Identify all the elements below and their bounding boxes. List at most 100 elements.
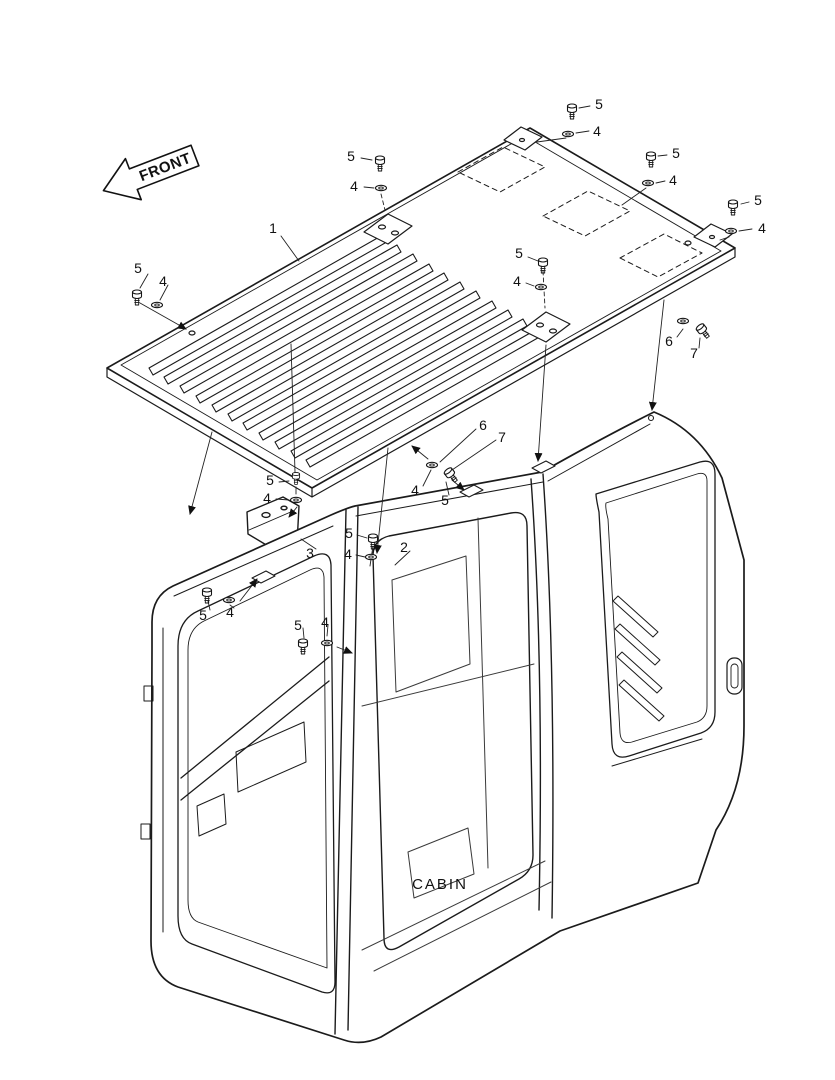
align-arrow xyxy=(139,302,187,330)
align-arrow xyxy=(534,344,547,462)
front-arrow-shape xyxy=(102,144,200,201)
roof-panel xyxy=(106,126,736,498)
callout-label-4: 4 xyxy=(350,178,358,194)
align-arrow xyxy=(648,299,665,411)
side-lower-seam xyxy=(611,738,703,767)
bracket-3-fold-line xyxy=(248,510,294,531)
cabin-drawing xyxy=(140,411,745,1044)
bolt-hole xyxy=(684,240,692,246)
bolt-hole xyxy=(280,505,288,511)
washer-icon xyxy=(676,317,690,325)
callout-label-5: 5 xyxy=(754,192,762,208)
washer-icon xyxy=(150,301,164,309)
door-window-split xyxy=(180,656,330,801)
louver-slat xyxy=(258,300,497,441)
door-inner-line xyxy=(187,567,328,969)
vent-slat xyxy=(616,651,663,694)
roof-louvers xyxy=(148,235,544,468)
callout-label-4: 4 xyxy=(513,273,521,289)
cabin-door xyxy=(140,553,336,994)
callout-label-5: 5 xyxy=(134,260,142,276)
bolt-icon xyxy=(645,151,657,168)
bolt-icon xyxy=(291,471,301,485)
side-window-inner xyxy=(605,472,708,744)
washer-icon xyxy=(641,179,655,187)
leader-ticks xyxy=(139,105,753,639)
cabin-right-side xyxy=(595,460,743,767)
interior-beam xyxy=(361,663,535,707)
callout-label-4: 4 xyxy=(411,482,419,498)
attach-line xyxy=(536,137,730,241)
windshield-opening xyxy=(372,511,534,951)
callout-label-4: 4 xyxy=(263,490,271,506)
callout-label-7: 7 xyxy=(690,345,698,361)
bolt-icon xyxy=(442,466,461,485)
panel-bracket xyxy=(521,311,571,343)
louver-slat xyxy=(163,244,402,385)
bolt-icon xyxy=(566,103,578,120)
callout-label-3: 3 xyxy=(306,545,314,561)
louver-slat xyxy=(274,309,513,450)
hidden-bracket-lines xyxy=(457,146,703,278)
washer-icon xyxy=(222,596,236,604)
callout-label-5: 5 xyxy=(199,607,207,623)
cabin-front xyxy=(334,473,554,1035)
align-arrow xyxy=(288,506,298,518)
hidden-bracket xyxy=(542,190,631,237)
side-window-outer xyxy=(595,460,716,758)
door-hinge xyxy=(140,823,151,840)
seat-base xyxy=(407,827,475,899)
callout-label-5: 5 xyxy=(515,245,523,261)
callout-label-5: 5 xyxy=(294,617,302,633)
cab-mount-bracket xyxy=(459,484,484,498)
bolt-hole xyxy=(261,511,271,519)
callout-label-5: 5 xyxy=(347,148,355,164)
cab-roof-mounts xyxy=(251,414,655,584)
door-panel xyxy=(235,721,307,793)
bolt-hole xyxy=(708,234,716,240)
louver-slat xyxy=(179,253,418,394)
door-handle-inner xyxy=(730,663,739,689)
bolt-icon xyxy=(727,199,739,216)
washer-icon xyxy=(425,461,439,469)
hidden-bracket xyxy=(457,146,546,193)
louver-slat xyxy=(195,263,434,404)
cab-mount-bracket xyxy=(531,460,556,474)
front-left-pillar xyxy=(334,506,359,1035)
cabin-interior-lines xyxy=(361,517,552,972)
washer-icon xyxy=(320,639,334,647)
cabin-outline xyxy=(150,411,745,1044)
roof-panel-thickness xyxy=(106,247,736,498)
callout-label-6: 6 xyxy=(479,417,487,433)
vent-slat xyxy=(618,679,665,722)
front-arrow: FRONT xyxy=(102,144,200,201)
bolt-hole xyxy=(188,330,196,336)
callout-label-4: 4 xyxy=(758,220,766,236)
align-arrow xyxy=(239,578,258,602)
bolt-hole xyxy=(548,328,558,334)
vent-slat xyxy=(614,623,661,666)
inner-pillar xyxy=(477,517,489,869)
door-panel-small xyxy=(196,793,227,837)
louver-slat xyxy=(242,290,481,431)
floor-lines xyxy=(361,860,552,972)
leader-lines xyxy=(139,105,753,654)
callout-label-4: 4 xyxy=(344,546,352,562)
rear-window xyxy=(391,555,471,693)
cab-mount-hole xyxy=(647,414,655,422)
front-right-pillar xyxy=(530,473,554,919)
callout-label-5: 5 xyxy=(345,525,353,541)
washer-icon xyxy=(364,553,378,561)
louver-slat xyxy=(211,272,449,413)
washer-icon xyxy=(374,184,388,192)
door-hinge xyxy=(143,685,154,702)
align-arrow xyxy=(411,445,429,460)
door-outline xyxy=(177,553,336,994)
callout-label-4: 4 xyxy=(226,604,234,620)
washer-icon xyxy=(289,496,303,504)
align-arrow xyxy=(336,646,353,654)
callout-label-5: 5 xyxy=(441,492,449,508)
